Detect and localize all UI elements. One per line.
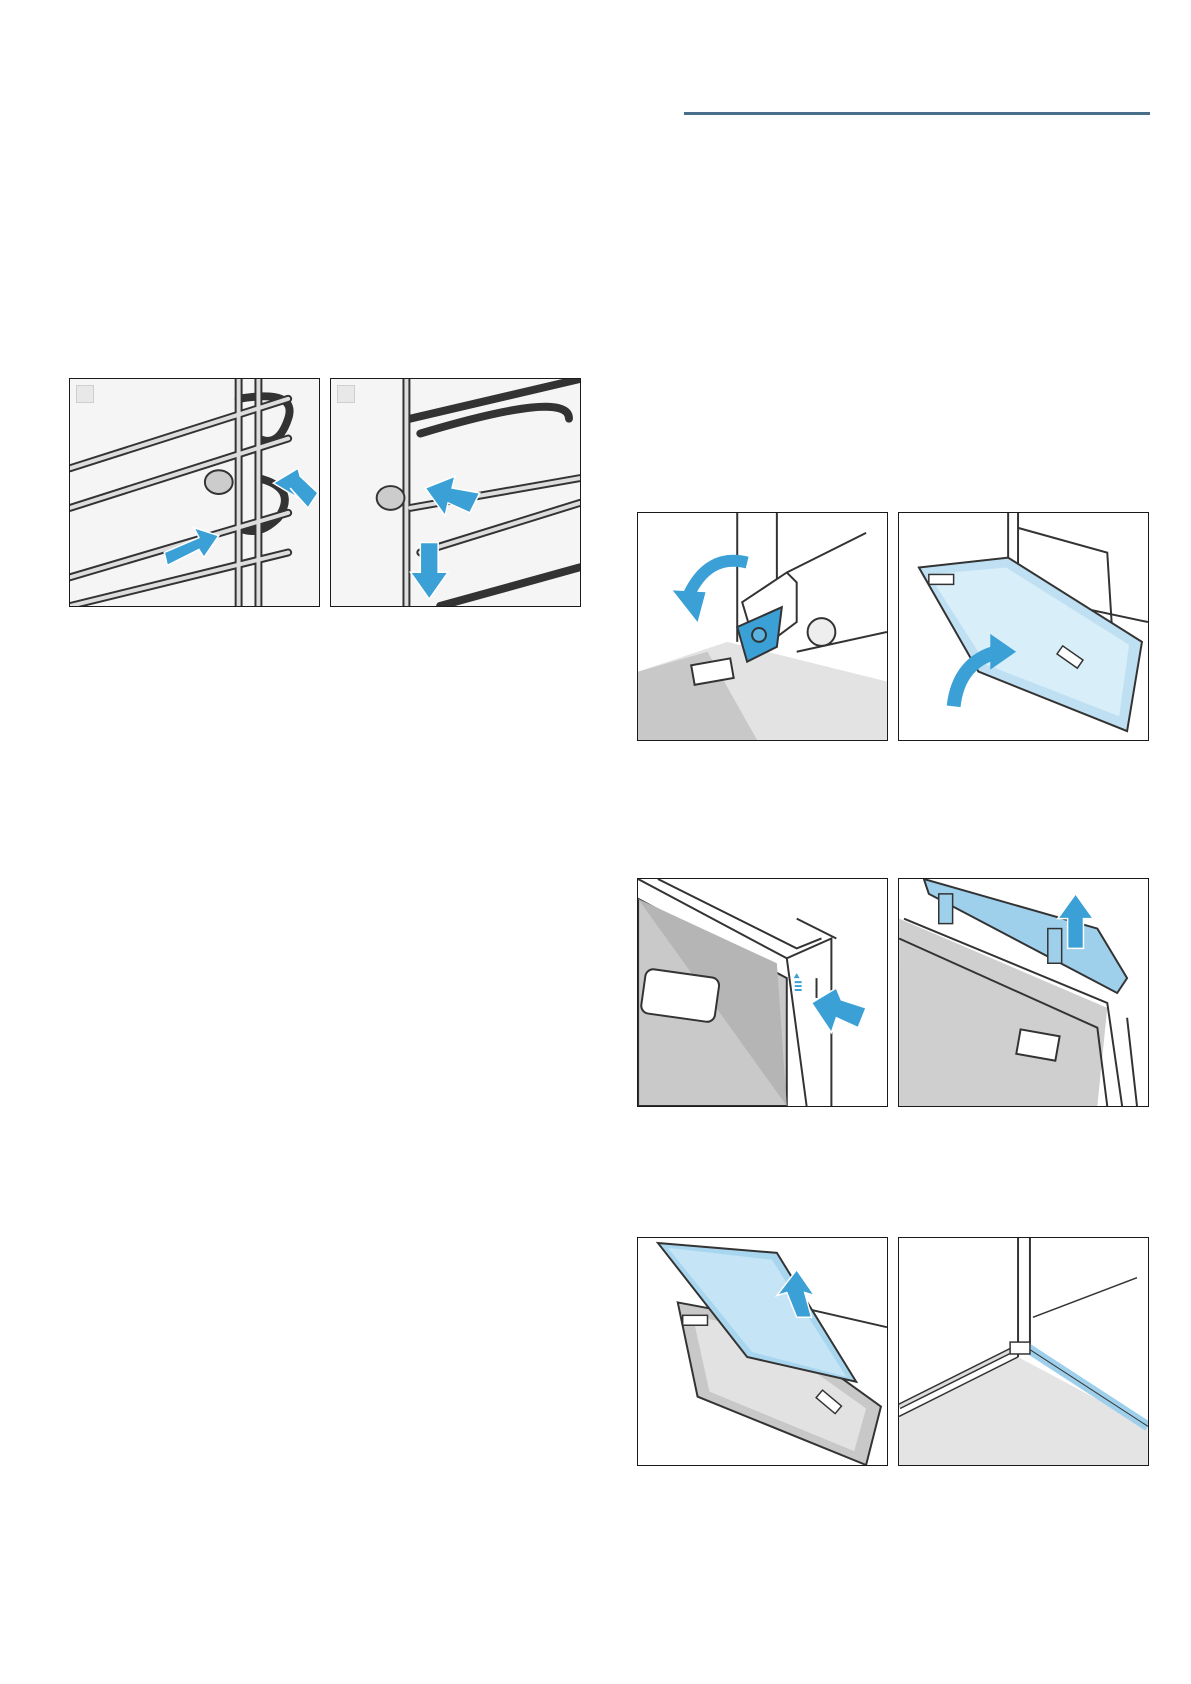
shelf-rail-arrows-icon [331,379,580,606]
rail-hook-release-1 [69,378,320,607]
door-cover-lift-icon [899,879,1148,1106]
door-pane-seated [898,1237,1149,1466]
figure-marker [76,385,94,403]
door-cover-press-sides [637,878,888,1107]
shelf-rail-arrows-icon [70,379,319,606]
door-hinge-lever-fold [637,512,888,741]
door-close-position [898,512,1149,741]
hinge-lever-icon [638,513,887,740]
door-cover-remove [898,878,1149,1107]
door-cover-press-icon [638,879,887,1106]
rail-hook-release-2 [330,378,581,607]
glass-pane-lift-icon [638,1238,887,1465]
header-rule [684,112,1150,115]
oven-door-icon [899,513,1148,740]
figure-marker [337,385,355,403]
door-pane-lift-out [637,1237,888,1466]
glass-pane-seat-icon [899,1238,1148,1465]
